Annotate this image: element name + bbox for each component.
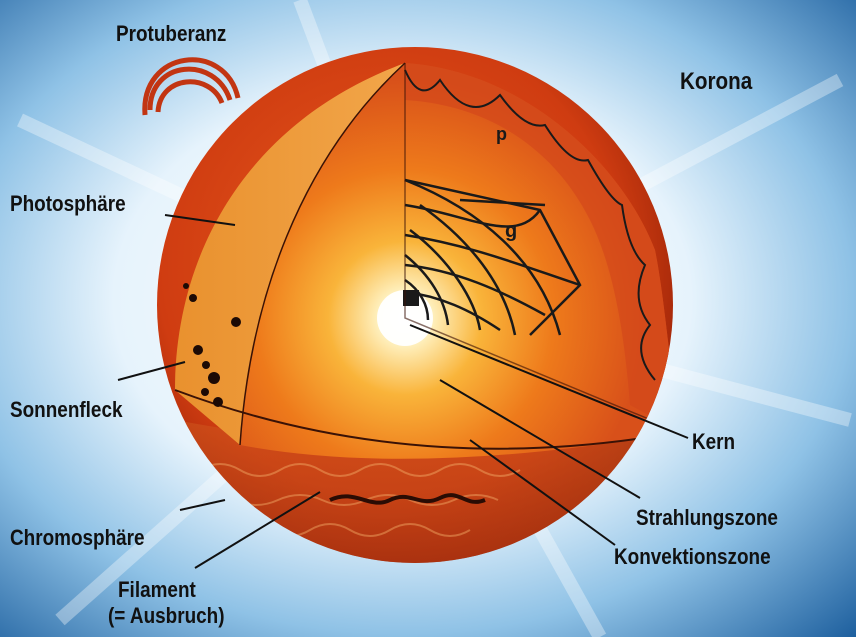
label-korona: Korona <box>680 70 752 94</box>
label-ausbruch: (= Ausbruch) <box>108 604 225 628</box>
label-photosphaere: Photosphäre <box>10 192 126 216</box>
label-chromosphaere: Chromosphäre <box>10 526 145 550</box>
label-strahlungszone: Strahlungszone <box>636 506 778 530</box>
label-kern: Kern <box>692 430 735 454</box>
label-protuberanz: Protuberanz <box>116 22 226 46</box>
label-filament: Filament <box>118 578 196 602</box>
g-mode-mark: g <box>505 220 517 242</box>
label-sonnenfleck: Sonnenfleck <box>10 398 122 422</box>
label-konvektionszone: Konvektionszone <box>614 545 771 569</box>
p-mode-mark: p <box>496 124 507 144</box>
